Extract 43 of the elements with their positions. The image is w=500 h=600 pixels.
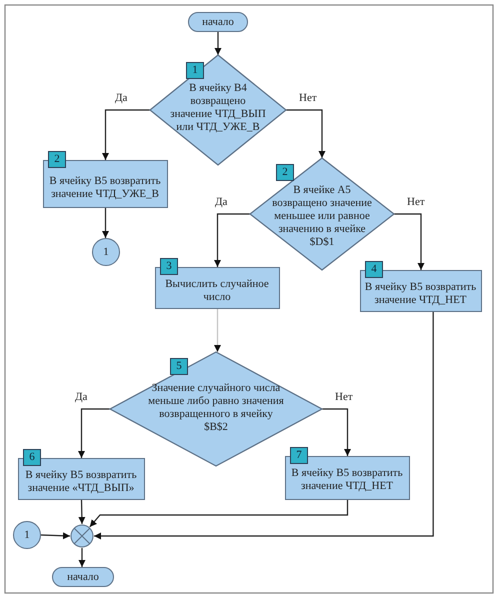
edge-label: Да — [114, 92, 128, 104]
arrow — [214, 32, 222, 55]
connector-circle: 1 — [92, 238, 120, 266]
edge-label: Да — [214, 196, 228, 208]
edge-label: Нет — [406, 196, 426, 208]
step-number: 6 — [23, 449, 41, 466]
arrow — [78, 500, 86, 524]
condition-text: В ячейке А5 возвращено значение меньшее или равное значению в ячейке $D$1 — [272, 184, 372, 249]
arrow — [214, 213, 250, 267]
process-box — [43, 160, 168, 208]
edge-label: Нет — [334, 391, 354, 403]
arrow — [394, 213, 424, 270]
terminal-box: начало — [52, 567, 114, 587]
condition-text: Значение случайного числа меньше либо равно значения возвращенного в ячейку $B$2 — [147, 382, 285, 434]
arrow — [214, 309, 221, 352]
step-text: В ячейку В5 возвратить значение ЧТД_УЖЕ_В — [48, 175, 162, 201]
arrow — [40, 532, 70, 540]
process-box — [285, 456, 410, 500]
step-number: 4 — [365, 261, 383, 278]
arrow — [94, 312, 434, 540]
process-box — [360, 270, 482, 312]
edge-label: Нет — [298, 92, 318, 104]
arrow — [286, 109, 326, 158]
step-number: 5 — [170, 358, 188, 375]
arrow — [102, 208, 109, 238]
step-text: Вычислить случайное число — [164, 278, 270, 304]
connector-circle: 1 — [13, 521, 41, 549]
arrow — [322, 408, 351, 456]
step-text: В ячейку В5 возвратить значение ЧТД_НЕТ — [364, 281, 478, 307]
arrow — [89, 500, 348, 528]
step-number: 2 — [48, 151, 66, 168]
step-number: 3 — [160, 258, 178, 275]
arrow — [78, 408, 110, 458]
arrow — [102, 109, 150, 160]
step-number: 1 — [186, 62, 204, 79]
terminal-box: начало — [188, 12, 248, 32]
step-number: 2 — [276, 164, 294, 181]
step-text: В ячейку В5 возвратить значение «ЧТД_ВЫП» — [24, 469, 138, 495]
edge-label: Да — [74, 391, 88, 403]
arrow — [78, 548, 86, 567]
condition-text: В ячейку В4 возвращено значение ЧТД_ВЫП или ЧТД_УЖЕ_В — [170, 82, 266, 134]
step-text: В ячейку В5 возвратить значение ЧТД_НЕТ — [290, 467, 404, 493]
step-number: 7 — [290, 447, 308, 464]
